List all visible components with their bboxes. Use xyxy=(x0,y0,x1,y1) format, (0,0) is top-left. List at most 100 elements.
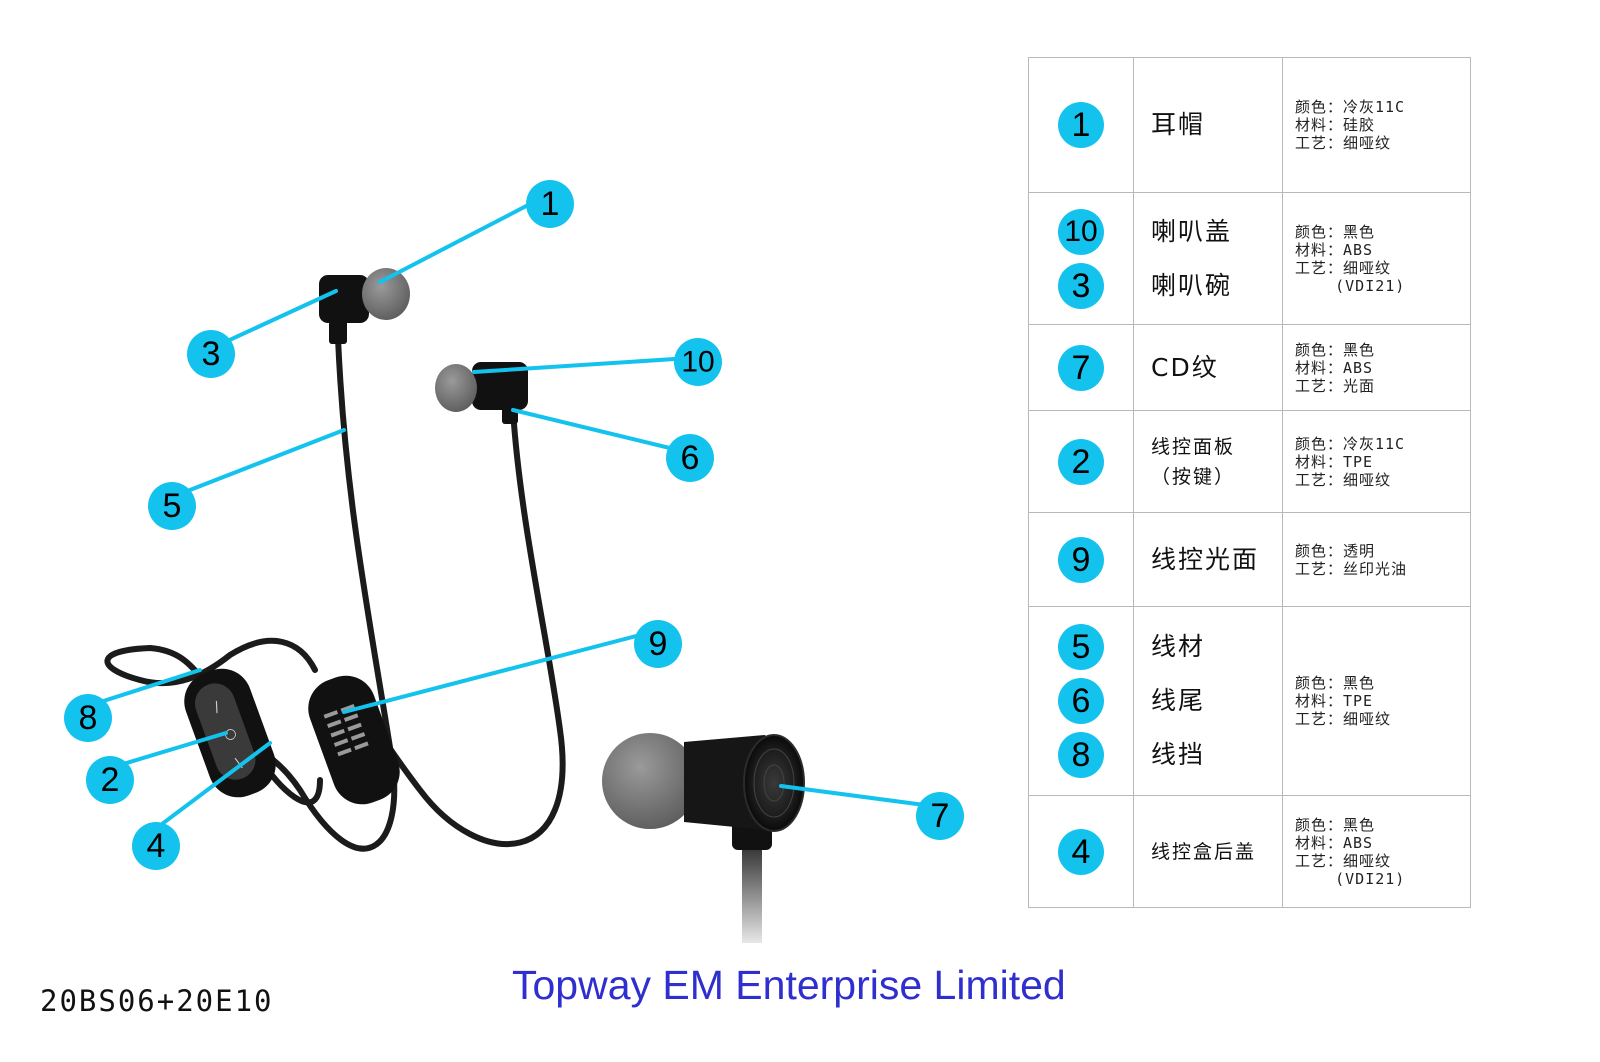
svg-text:9: 9 xyxy=(649,625,668,663)
part-number-badge: 5 xyxy=(1058,624,1104,670)
spec-detail-cell: 颜色：透明工艺：丝印光油 xyxy=(1282,512,1471,607)
callout-10: 10 xyxy=(674,338,722,386)
spec-line: (VDI21) xyxy=(1295,869,1406,888)
callout-9: 9 xyxy=(634,620,682,668)
spec-number-cell: 7 xyxy=(1028,324,1134,411)
spec-line: 材料：硅胶 xyxy=(1295,116,1376,134)
right-earbud xyxy=(435,362,528,424)
callout-4: 4 xyxy=(132,822,180,870)
spec-line: 工艺：丝印光油 xyxy=(1295,559,1408,578)
callout-8: 8 xyxy=(64,694,112,742)
spec-line: 工艺：细哑纹 xyxy=(1295,851,1392,870)
leader-lines xyxy=(86,201,934,832)
part-name: 线控盒后盖 xyxy=(1151,840,1257,863)
ear-tip xyxy=(362,268,410,320)
spec-line: 工艺：细哑纹 xyxy=(1295,710,1392,728)
svg-text:10: 10 xyxy=(681,346,714,379)
part-number-badge: 8 xyxy=(1058,732,1104,778)
spec-part-cell: 线材线尾线挡 xyxy=(1133,606,1283,796)
svg-text:2: 2 xyxy=(101,761,120,799)
earbud-closeup xyxy=(602,733,805,943)
spec-number-cell: 1 xyxy=(1028,57,1134,193)
spec-line: 材料：TPE xyxy=(1295,452,1374,471)
part-number-badge: 7 xyxy=(1058,344,1104,391)
callout-5: 5 xyxy=(148,482,196,530)
part-name: 线控面板 （按键） xyxy=(1151,435,1236,488)
spec-line: (VDI21) xyxy=(1295,276,1406,295)
svg-text:\: \ xyxy=(234,755,244,772)
spec-line: 颜色：冷灰11C xyxy=(1295,98,1406,116)
part-name: CD纹 xyxy=(1151,352,1219,382)
spec-line: 工艺：细哑纹 xyxy=(1295,258,1392,277)
part-name: 喇叭碗 xyxy=(1151,270,1233,300)
svg-text:1: 1 xyxy=(541,185,560,223)
cable xyxy=(104,335,566,852)
left-earbud xyxy=(319,268,410,344)
spec-part-cell: 喇叭盖喇叭碗 xyxy=(1133,192,1283,325)
cd-texture-cap xyxy=(743,734,805,832)
svg-text:8: 8 xyxy=(79,699,98,737)
spec-number-cell: 4 xyxy=(1028,795,1134,908)
part-number-badge: 6 xyxy=(1058,678,1104,724)
ear-tip xyxy=(602,733,698,829)
spec-line: 工艺：光面 xyxy=(1295,376,1376,395)
svg-text:/: / xyxy=(212,699,222,716)
spec-line: 材料：TPE xyxy=(1295,692,1374,710)
part-number-badge: 2 xyxy=(1058,438,1104,485)
svg-text:6: 6 xyxy=(681,439,700,477)
ear-tip xyxy=(435,364,477,412)
battery-box xyxy=(308,675,400,805)
part-number-badge: 4 xyxy=(1058,828,1104,875)
spec-line: 颜色：冷灰11C xyxy=(1295,434,1406,453)
spec-line: 材料：ABS xyxy=(1295,833,1374,852)
callout-6: 6 xyxy=(666,434,714,482)
part-name: 线控光面 xyxy=(1151,544,1260,574)
spec-line: 工艺：细哑纹 xyxy=(1295,134,1392,152)
part-number-badge: 9 xyxy=(1058,536,1104,583)
spec-line: 颜色：黑色 xyxy=(1295,340,1376,359)
part-name: 耳帽 xyxy=(1151,110,1206,139)
callout-3: 3 xyxy=(187,330,235,378)
callout-badges: 1 3 10 6 5 9 8 2 xyxy=(64,180,964,870)
spec-line: 颜色：透明 xyxy=(1295,541,1376,560)
spec-part-cell: 耳帽 xyxy=(1133,57,1283,193)
spec-part-cell: CD纹 xyxy=(1133,324,1283,411)
part-name: 线材 xyxy=(1151,632,1206,661)
spec-part-cell: 线控面板 （按键） xyxy=(1133,410,1283,513)
spec-part-cell: 线控光面 xyxy=(1133,512,1283,607)
part-name: 喇叭盖 xyxy=(1151,216,1233,246)
callout-1: 1 xyxy=(526,180,574,228)
spec-line: 工艺：细哑纹 xyxy=(1295,470,1392,489)
svg-text:7: 7 xyxy=(931,797,950,835)
part-name: 线挡 xyxy=(1151,740,1206,769)
spec-number-cell: 9 xyxy=(1028,512,1134,607)
svg-text:3: 3 xyxy=(202,335,221,373)
part-number-badge: 3 xyxy=(1058,262,1104,309)
spec-line: 材料：ABS xyxy=(1295,358,1374,377)
part-number-badge: 1 xyxy=(1058,102,1104,148)
part-number-badge: 10 xyxy=(1058,208,1104,255)
company-name: Topway EM Enterprise Limited xyxy=(512,962,1066,1008)
inline-remote: / ○ \ xyxy=(184,668,276,798)
spec-part-cell: 线控盒后盖 xyxy=(1133,795,1283,908)
callout-7: 7 xyxy=(916,792,964,840)
svg-text:4: 4 xyxy=(147,827,166,865)
spec-line: 颜色：黑色 xyxy=(1295,222,1376,241)
spec-number-cell: 2 xyxy=(1028,410,1134,513)
